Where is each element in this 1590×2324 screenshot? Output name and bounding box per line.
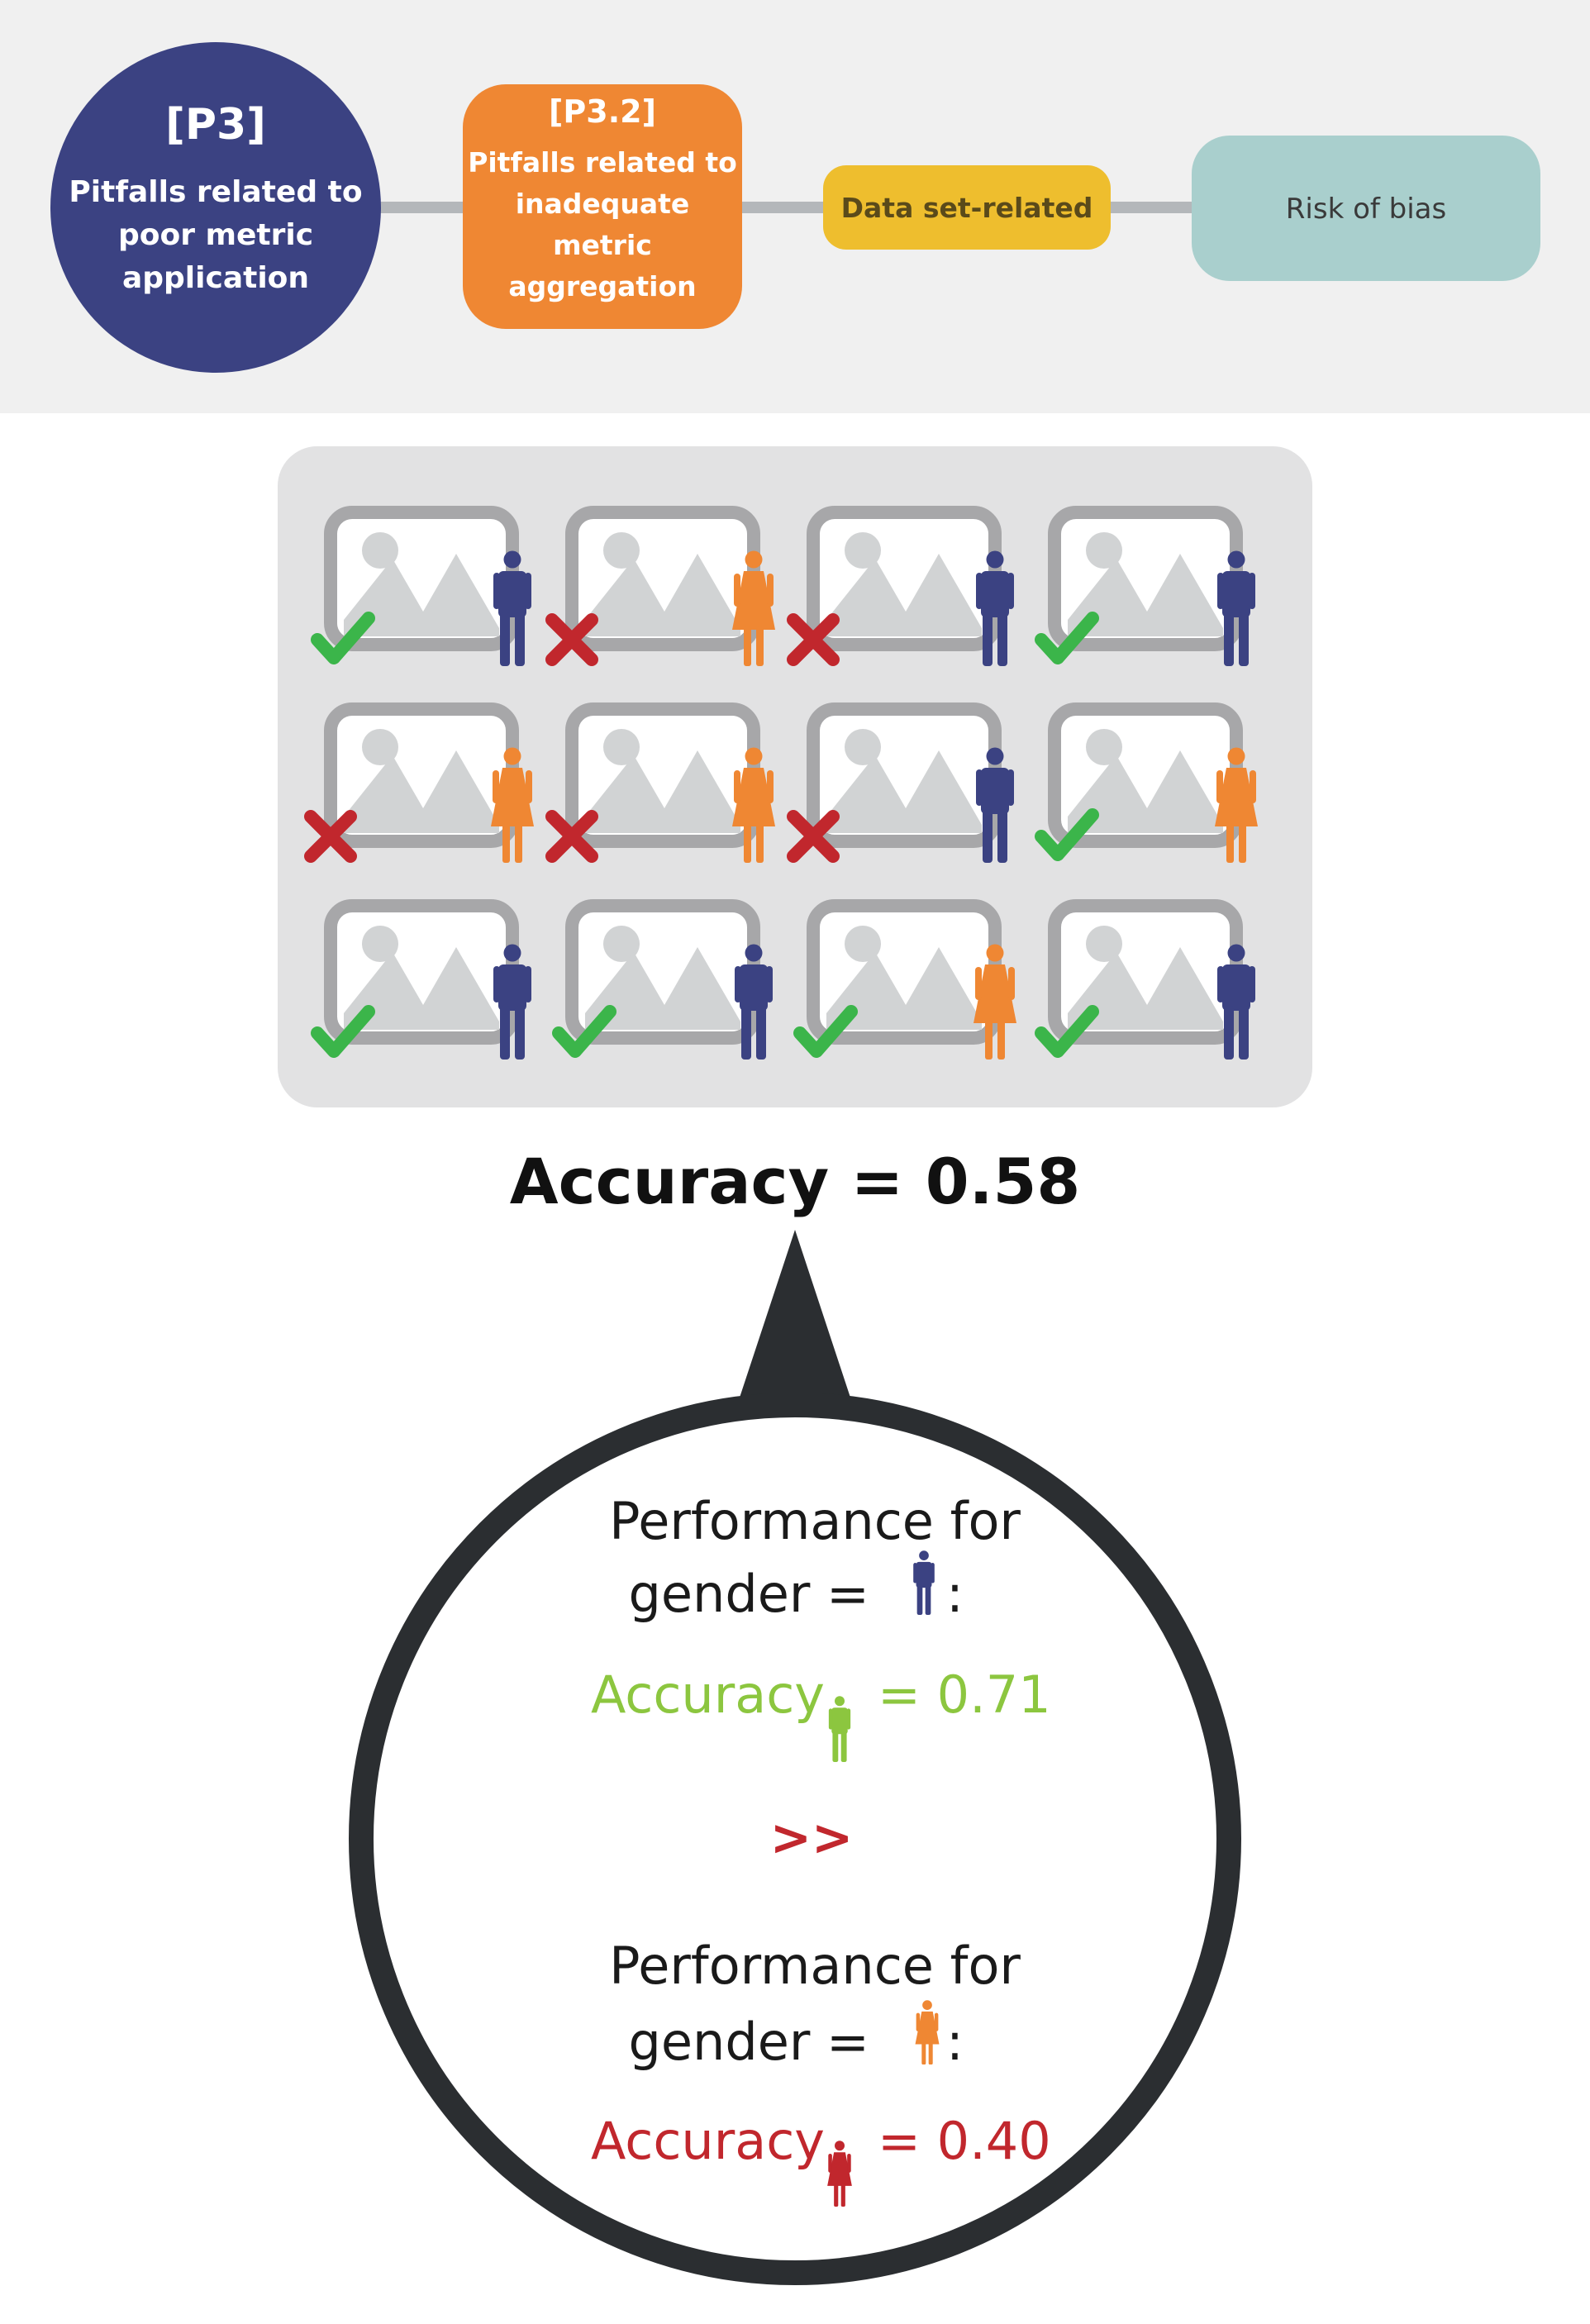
p3-2-line3: metric (553, 229, 652, 261)
female-person-icon (732, 550, 775, 666)
cross-icon (787, 810, 840, 863)
magnifier-pointer (737, 1230, 853, 1405)
checkmark-icon (552, 1005, 616, 1058)
checkmark-icon (793, 1005, 858, 1058)
dataset-pill (823, 165, 1111, 250)
risk-label: Risk of bias (1286, 193, 1446, 226)
female-perf-line2: gender = (629, 2012, 869, 2072)
female-performance: Performance for gender = : Accuracy = 0.… (591, 1936, 1051, 2207)
cross-icon (304, 810, 357, 863)
image-placeholder-icon (324, 506, 519, 651)
p3-line3: application (122, 261, 309, 295)
checkmark-icon (1035, 612, 1099, 664)
sample-grid (304, 506, 1258, 1060)
cross-icon (545, 613, 598, 666)
female-perf-line1: Performance for (609, 1936, 1021, 1996)
p3-2-code: [P3.2] (549, 93, 656, 130)
female-person-icon (915, 2000, 940, 2064)
sample-cell (304, 702, 534, 863)
male-person-icon (828, 1696, 851, 1762)
male-perf-line1: Performance for (609, 1491, 1021, 1551)
male-person-icon (493, 944, 531, 1060)
female-accuracy-label: Accuracy (591, 2111, 825, 2171)
dataset-label: Data set-related (841, 192, 1093, 224)
checkmark-icon (311, 1005, 375, 1058)
female-person-icon (827, 2141, 852, 2207)
overall-accuracy: Accuracy = 0.58 (510, 1145, 1081, 1218)
male-perf-line2: gender = (629, 1564, 869, 1624)
male-person-icon (828, 1696, 851, 1762)
magnifier-lens (349, 1393, 1241, 2285)
male-person-icon (913, 1550, 935, 1615)
sample-cell (1035, 702, 1258, 863)
male-person-icon (976, 747, 1014, 863)
node-dataset-related: Data set-related (823, 165, 1111, 250)
cross-icon (545, 810, 598, 863)
sample-cell (787, 506, 1014, 666)
magnifier (349, 1230, 1241, 2285)
image-placeholder-icon (565, 506, 760, 651)
male-person-icon (913, 1550, 935, 1615)
checkmark-icon (1035, 808, 1099, 861)
sample-cell (545, 506, 775, 666)
male-person-icon (1217, 550, 1255, 666)
image-placeholder-icon (807, 702, 1002, 848)
sample-cell (793, 899, 1016, 1060)
p3-2-line2: inadequate (516, 188, 690, 220)
p3-circle (50, 42, 381, 373)
p3-line1: Pitfalls related to (69, 175, 362, 209)
male-accuracy-value: = 0.71 (878, 1664, 1051, 1725)
sample-cell (545, 702, 775, 863)
male-person-icon (735, 944, 773, 1060)
sample-cell (1035, 506, 1255, 666)
node-risk-of-bias: Risk of bias (1192, 136, 1540, 281)
image-placeholder-icon (324, 702, 519, 848)
female-person-icon (1215, 747, 1258, 863)
male-accuracy-label: Accuracy (591, 1664, 825, 1725)
p3-line2: poor metric (118, 218, 313, 252)
male-perf-colon: : (946, 1564, 964, 1624)
male-performance: Performance for gender = : Accuracy = 0.… (591, 1491, 1051, 1762)
image-placeholder-icon (807, 506, 1002, 651)
sample-cell (552, 899, 773, 1060)
sample-cell (311, 899, 531, 1060)
sample-cell (311, 506, 531, 666)
female-perf-colon: : (946, 2012, 964, 2072)
p3-code: [P3] (165, 100, 266, 150)
female-person-icon (915, 2000, 940, 2064)
female-accuracy-value: = 0.40 (878, 2111, 1051, 2171)
female-person-icon (732, 747, 775, 863)
image-placeholder-icon (565, 702, 760, 848)
female-person-icon (974, 944, 1016, 1060)
male-person-icon (493, 550, 531, 666)
p3-2-line1: Pitfalls related to (468, 146, 737, 179)
checkmark-icon (311, 612, 375, 664)
cross-icon (787, 613, 840, 666)
female-person-icon (491, 747, 534, 863)
sample-cell (1035, 899, 1255, 1060)
sample-cell (787, 702, 1014, 863)
comparison-symbol: >> (770, 1809, 854, 1867)
male-person-icon (1217, 944, 1255, 1060)
risk-pill (1192, 136, 1540, 281)
checkmark-icon (1035, 1005, 1099, 1058)
male-person-icon (976, 550, 1014, 666)
p3-2-line4: aggregation (508, 270, 696, 302)
image-placeholder-icon (324, 899, 519, 1045)
node-p3: [P3] Pitfalls related to poor metric app… (50, 42, 381, 373)
node-p3-2: [P3.2] Pitfalls related to inadequate me… (463, 84, 742, 329)
female-person-icon (827, 2141, 852, 2207)
p3-2-box (463, 84, 742, 329)
